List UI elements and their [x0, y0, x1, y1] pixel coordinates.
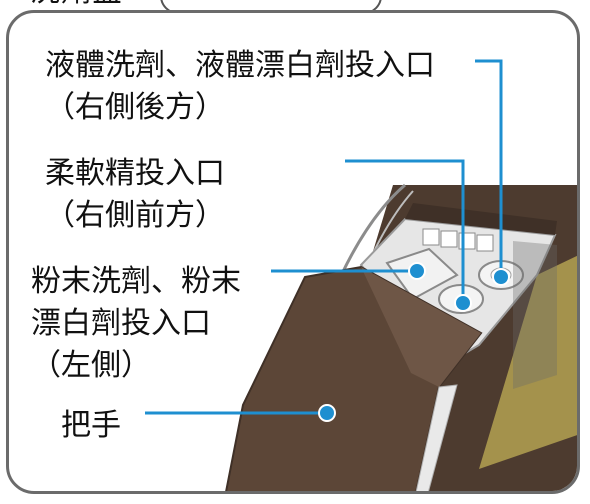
- label-powder-detergent-inlet: 粉末洗劑、粉末 漂白劑投入口 （左側）: [31, 261, 241, 387]
- leader-line-liquid: [475, 59, 503, 277]
- detergent-box-illustration: [145, 59, 577, 491]
- lid-edge-highlight: [361, 267, 481, 387]
- label-liquid-line1: 液體洗劑、液體漂白劑投入口: [45, 48, 435, 83]
- label-liquid-line2: （右側後方）: [45, 90, 225, 125]
- figure-frame: 液體洗劑、液體漂白劑投入口 （右側後方） 柔軟精投入口 （右側前方） 粉末洗劑、…: [6, 10, 580, 494]
- drawer-side-pillar: [513, 241, 557, 389]
- leader-line-softener: [345, 159, 465, 303]
- label-softener-inlet: 柔軟精投入口 （右側前方）: [45, 153, 225, 237]
- label-liquid-detergent-inlet: 液體洗劑、液體漂白劑投入口 （右側後方）: [45, 45, 435, 129]
- leader-dot-powder: [408, 262, 426, 280]
- header-title: 洗劑盒: [30, 0, 123, 12]
- label-powder-line1: 粉末洗劑、粉末: [31, 264, 241, 299]
- leader-dot-softener: [454, 294, 472, 312]
- label-powder-line2: 漂白劑投入口: [31, 306, 211, 341]
- label-softener-line1: 柔軟精投入口: [45, 156, 225, 191]
- label-powder-line3: （左側）: [31, 348, 151, 383]
- leader-lines: [145, 59, 503, 415]
- compartment-grid-4: [476, 234, 494, 252]
- leader-dot-liquid: [492, 268, 510, 286]
- drawer-back-wall: [405, 203, 557, 235]
- label-softener-line2: （右側前方）: [45, 198, 225, 233]
- compartment-grid-3: [458, 232, 476, 250]
- compartment-grid-1: [422, 228, 440, 246]
- lid-front-edge: [415, 384, 458, 491]
- washer-display-panel: [479, 255, 577, 469]
- label-handle: 把手: [61, 408, 121, 443]
- leader-dot-handle: [318, 404, 336, 422]
- compartment-grid-2: [440, 230, 458, 248]
